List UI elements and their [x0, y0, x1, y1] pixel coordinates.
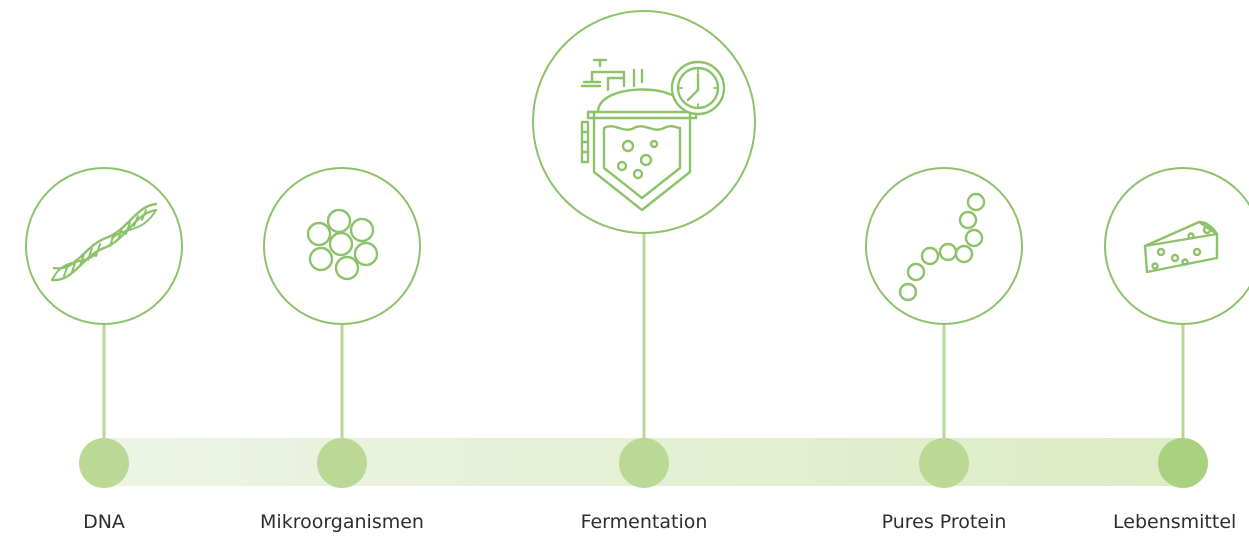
timeline-dot-lebensmittel	[1158, 438, 1208, 488]
step-label-lebensmittel: Lebensmittel	[1113, 511, 1237, 533]
timeline-dot-fermentation	[619, 438, 669, 488]
timeline-dot-dna	[79, 438, 129, 488]
timeline-dot-pures-protein	[919, 438, 969, 488]
cheese-icon	[1143, 220, 1219, 274]
step-label-dna: DNA	[83, 511, 125, 533]
step-label-mikroorganismen: Mikroorganismen	[260, 511, 424, 533]
microorganism-cluster-icon	[306, 208, 379, 281]
icon-circle-fermentation	[532, 10, 756, 234]
dna-icon	[50, 202, 158, 282]
icon-circle-lebensmittel	[1104, 167, 1249, 325]
step-label-pures-protein: Pures Protein	[881, 511, 1007, 533]
icon-circle-mikroorganismen	[263, 167, 421, 325]
protein-chain-icon	[898, 192, 986, 302]
timeline-dot-mikroorganismen	[317, 438, 367, 488]
step-label-fermentation: Fermentation	[580, 511, 708, 533]
fermentation-tank-clock-icon	[580, 58, 726, 212]
icon-circle-dna	[25, 167, 183, 325]
